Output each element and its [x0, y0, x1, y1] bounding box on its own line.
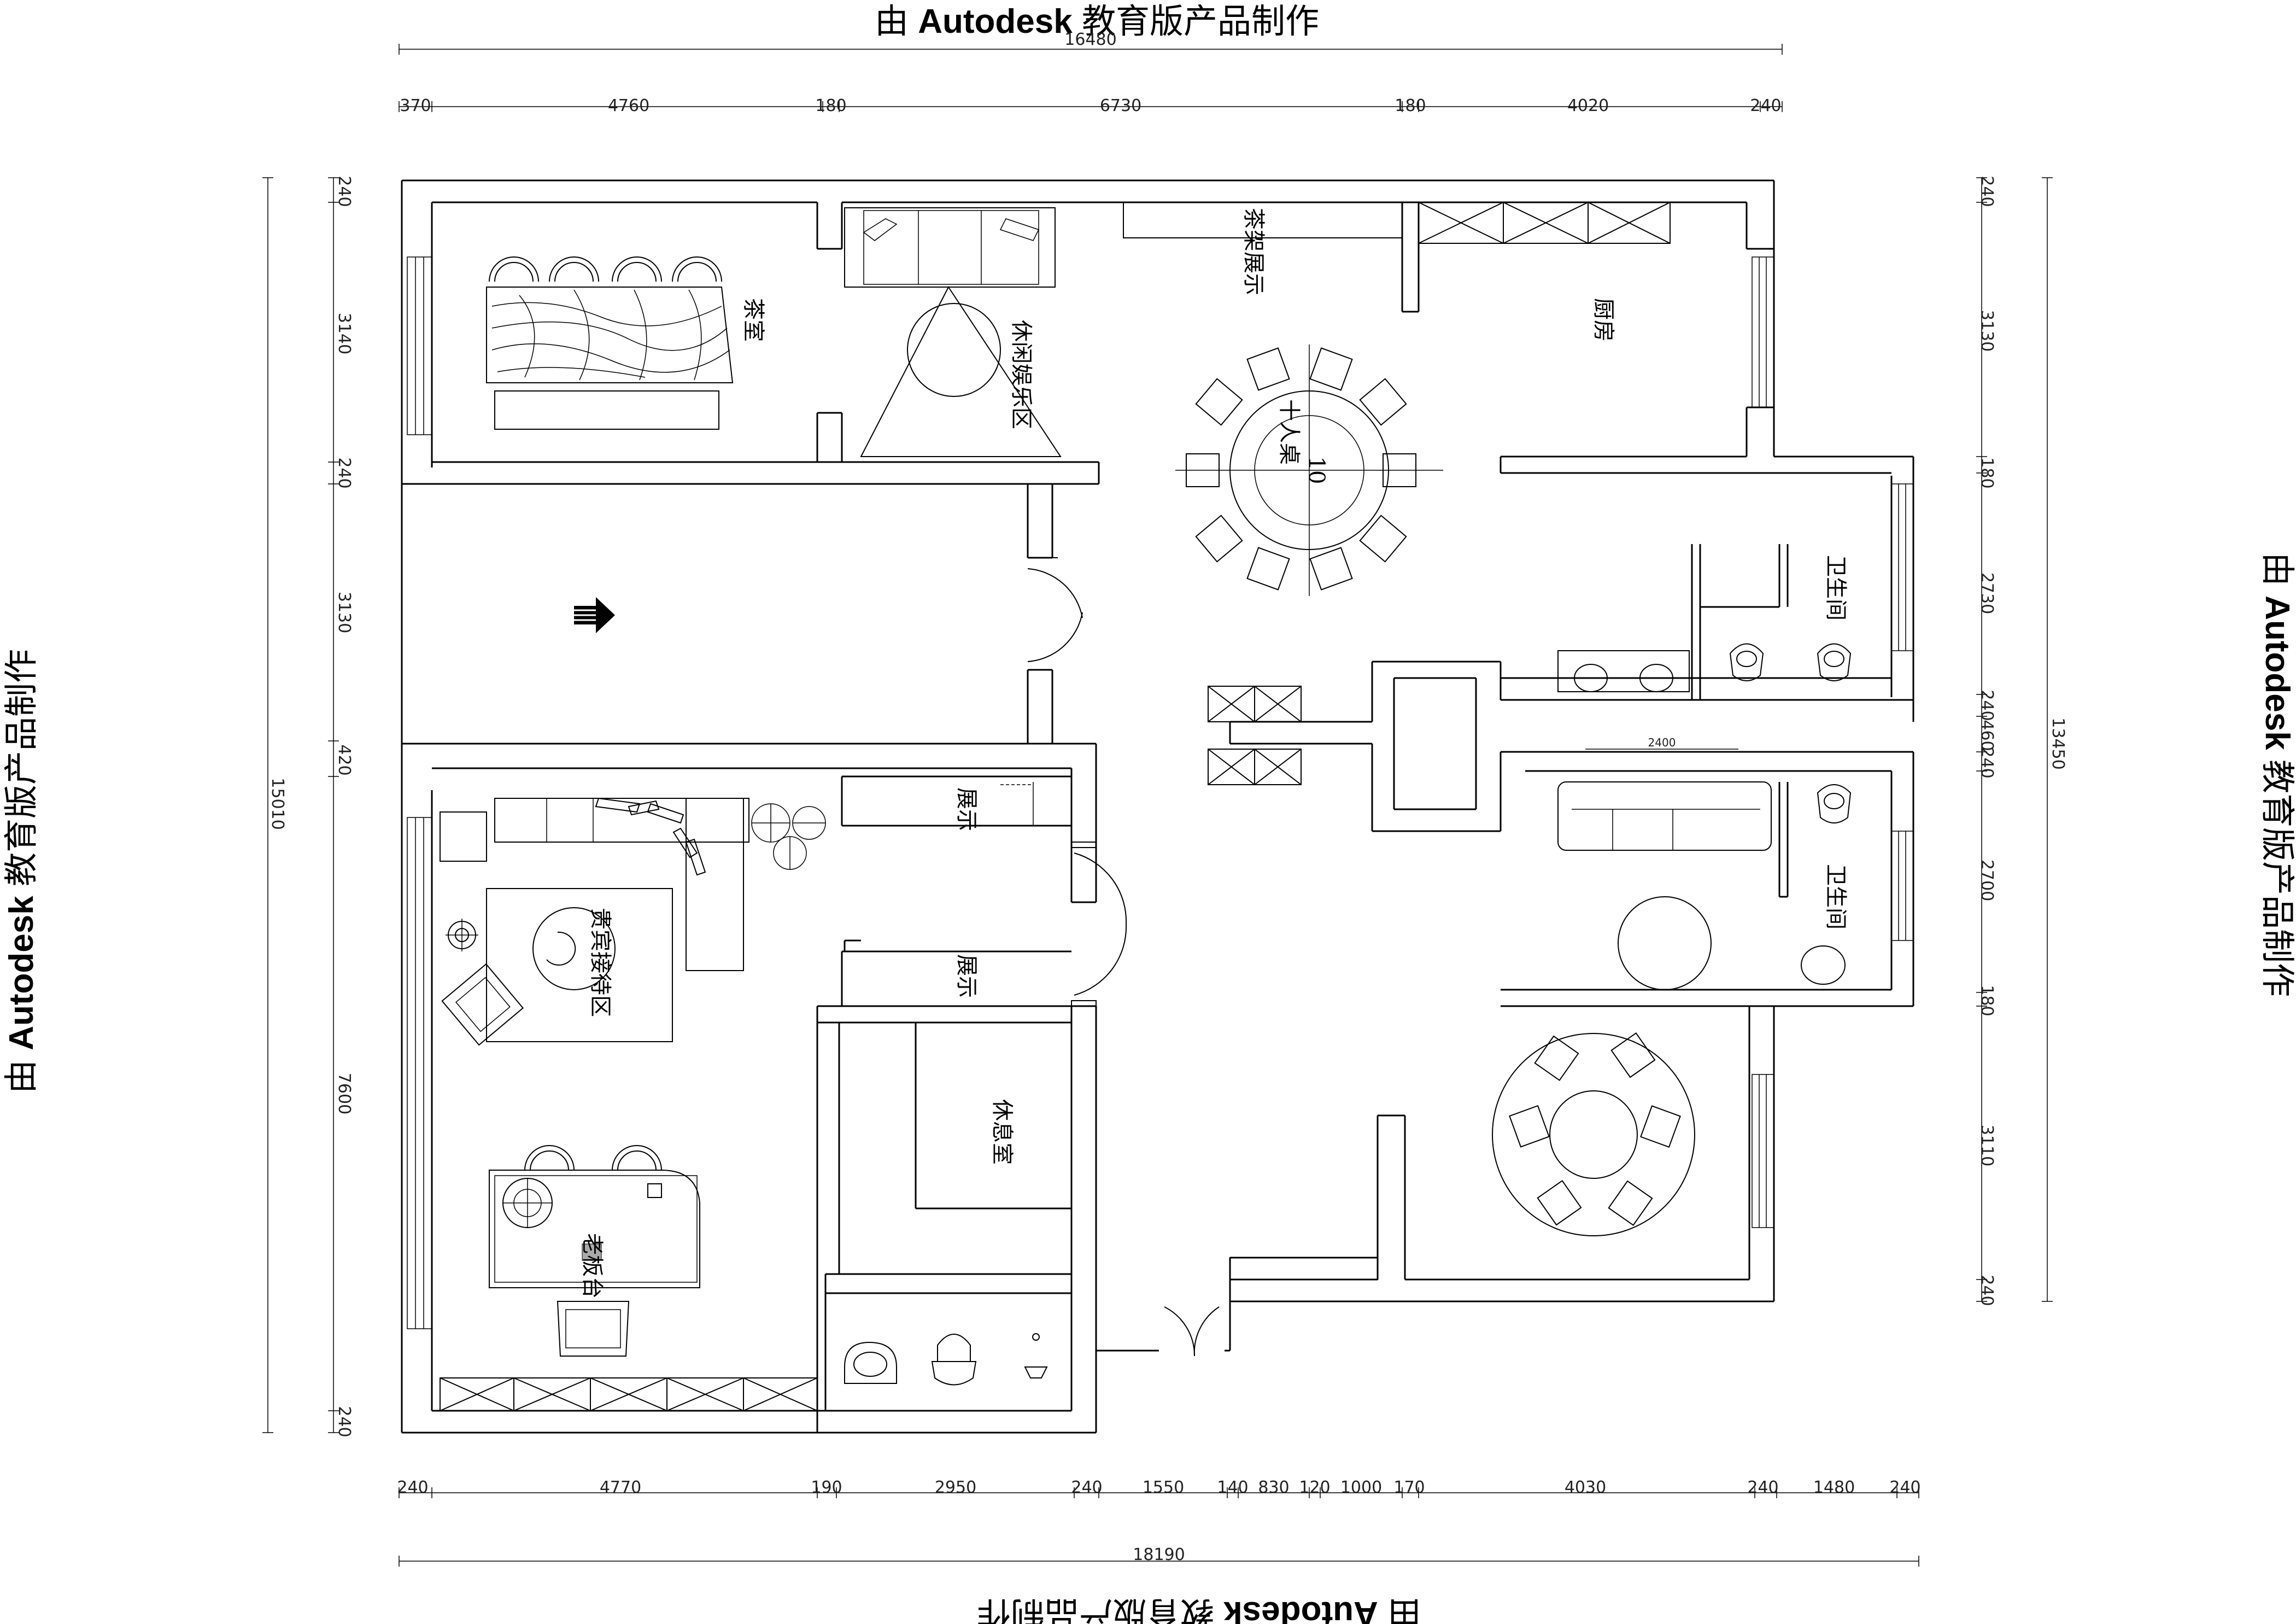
- vip-reception: 贵宾接待区: [440, 797, 826, 1046]
- dining-chairs: [1186, 347, 1416, 591]
- dim-bottom-4: 2950: [935, 1478, 976, 1497]
- bottom-cabinet: [1229, 1257, 1378, 1280]
- dim-bottom-total: 18190: [1133, 1545, 1185, 1564]
- room-label-tea-display: 茶架展示: [1241, 208, 1266, 295]
- room-label-rest: 休息室: [989, 1099, 1015, 1165]
- tea-bench: [494, 390, 719, 430]
- dim-top-1: 370: [400, 96, 431, 115]
- room-label-display-2: 展示: [954, 954, 979, 998]
- tea-shelf: [1123, 202, 1403, 238]
- dimension-left: 240 3140 240 3130 420 7600 240 15010: [262, 176, 354, 1438]
- dim-right-9: 180: [1977, 985, 1996, 1016]
- dim-left-7: 240: [335, 1406, 354, 1437]
- boss-office: 老板台: [489, 1145, 700, 1357]
- watermark-top: 由 Autodesk 教育版产品制作: [875, 3, 1319, 40]
- dim-top-5: 180: [1395, 96, 1426, 115]
- dim-bottom-13: 240: [1747, 1478, 1778, 1497]
- dim-left-3: 240: [335, 457, 354, 488]
- dim-bottom-9: 120: [1299, 1478, 1330, 1497]
- svg-text:由 Autodesk 教育版产品制作: 由 Autodesk 教育版产品制作: [2258, 552, 2296, 997]
- dim-top-total: 16480: [1064, 30, 1116, 49]
- dim-left-5: 420: [335, 744, 354, 775]
- leisure-triangle: [860, 286, 1062, 457]
- dim-right-2: 3130: [1977, 310, 1996, 352]
- meeting-table: [1492, 1032, 1695, 1236]
- dim-bottom-8: 830: [1258, 1478, 1289, 1497]
- room-label-ten-table: 十人桌: [1276, 399, 1302, 465]
- dim-bottom-14: 1480: [1813, 1478, 1855, 1497]
- dim-bottom-5: 240: [1071, 1478, 1102, 1497]
- room-label-kitchen: 厨房: [1591, 298, 1616, 342]
- dim-top-6: 4020: [1567, 96, 1609, 115]
- plant-icon: [751, 803, 826, 870]
- tea-table: [486, 287, 734, 383]
- bathroom-3: [844, 1333, 1048, 1386]
- svg-text:由 Autodesk 教育版产品制作: 由 Autodesk 教育版产品制作: [977, 1594, 1421, 1624]
- room-label-bath-1: 卫生间: [1823, 555, 1848, 621]
- dim-bottom-1: 240: [397, 1478, 428, 1497]
- dim-left-2: 3140: [335, 313, 354, 354]
- dim-bottom-2: 4770: [600, 1478, 641, 1497]
- dim-left-6: 7600: [335, 1073, 354, 1114]
- dimension-right: 240 3130 180 2730 240 460 240 2700 180 3…: [1976, 176, 2067, 1306]
- dim-right-1: 240: [1977, 176, 1996, 207]
- dimension-bottom: 240 4770 190 2950 240 1550 140 830 120 1…: [397, 1478, 1921, 1567]
- room-label-boss: 老板台: [579, 1233, 605, 1299]
- room-label-display-1: 展示: [954, 787, 979, 831]
- room-label-leisure: 休闲娱乐区: [1009, 320, 1034, 429]
- lounge-round-table: [1618, 896, 1712, 990]
- dim-right-3: 180: [1977, 457, 1996, 488]
- dim-left-total: 15010: [268, 778, 287, 829]
- storage-cabinet: [440, 1377, 818, 1411]
- dim-bottom-11: 170: [1393, 1478, 1425, 1497]
- dim-bottom-3: 190: [811, 1478, 842, 1497]
- dim-left-4: 3130: [335, 592, 354, 633]
- dim-top-3: 180: [815, 96, 846, 115]
- lounge-right: 2400 卫生间: [1557, 736, 1852, 990]
- room-label-tea: 茶室: [741, 298, 766, 342]
- dim-top-2: 4760: [608, 96, 649, 115]
- tea-chairs: [489, 256, 722, 282]
- boss-chair: [557, 1301, 630, 1357]
- dim-sofa: 2400: [1648, 736, 1676, 749]
- dimension-top: 16480 370 4760 180 6730 180 4020 240: [399, 30, 1783, 115]
- dim-top-4: 6730: [1100, 96, 1141, 115]
- dim-right-4: 2730: [1977, 573, 1996, 614]
- leisure-area: 休闲娱乐区: [844, 207, 1062, 457]
- svg-text:由 Autodesk 教育版产品制作: 由 Autodesk 教育版产品制作: [3, 649, 40, 1094]
- room-label-vip: 贵宾接待区: [588, 908, 613, 1017]
- tea-room: 茶室: [486, 256, 766, 430]
- dim-right-8: 2700: [1977, 860, 1996, 901]
- dim-bottom-10: 1000: [1340, 1478, 1382, 1497]
- display-units: 展示 展示: [954, 782, 1034, 998]
- watermark-left: 由 Autodesk 教育版产品制作: [3, 649, 40, 1094]
- dim-left-1: 240: [335, 176, 354, 207]
- table-number: 10: [1304, 457, 1329, 484]
- dim-bottom-7: 140: [1217, 1478, 1248, 1497]
- dim-right-7: 240: [1977, 747, 1996, 778]
- dining-table: 十人桌 10: [1175, 344, 1443, 596]
- dim-bottom-12: 4030: [1565, 1478, 1606, 1497]
- windows: [407, 256, 1914, 1329]
- entry-arrow-icon: [574, 597, 615, 633]
- dim-bottom-15: 240: [1889, 1478, 1920, 1497]
- dim-bottom-6: 1550: [1143, 1478, 1184, 1497]
- dim-top-7: 240: [1750, 96, 1781, 115]
- watermark-bottom: 由 Autodesk 教育版产品制作: [977, 1594, 1421, 1624]
- boss-desk: [489, 1170, 700, 1288]
- doors: [1027, 557, 1220, 1357]
- dim-right-total: 13450: [2048, 717, 2067, 769]
- core-cabinets: [1208, 686, 1302, 785]
- dim-right-11: 240: [1977, 1275, 1996, 1306]
- room-label-bath-2: 卫生间: [1823, 864, 1848, 930]
- kitchen-cabinets: [1418, 202, 1671, 244]
- dim-right-5: 240: [1977, 690, 1996, 721]
- watermark-right: 由 Autodesk 教育版产品制作: [2258, 552, 2296, 997]
- dim-right-6: 460: [1977, 720, 1996, 751]
- bathroom-1: 卫生间: [1557, 555, 1852, 692]
- dim-right-10: 3110: [1977, 1125, 1996, 1166]
